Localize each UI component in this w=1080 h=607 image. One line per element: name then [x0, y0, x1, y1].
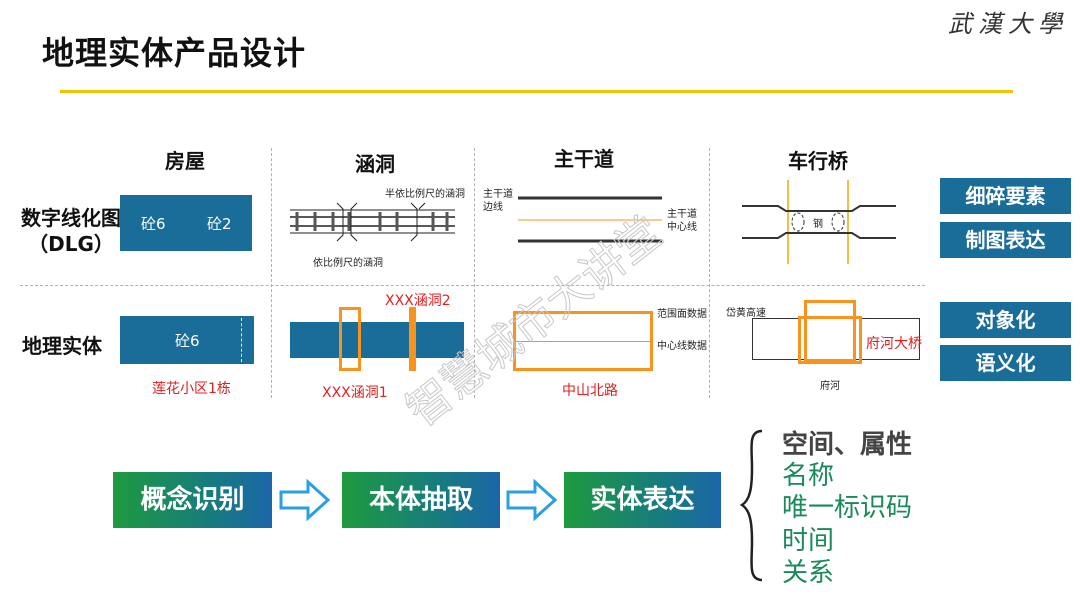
attribute-item: 关系 [782, 558, 835, 588]
dlg-road-edge-label: 主干道 边线 [483, 189, 513, 213]
entity-culvert-2 [409, 307, 416, 371]
entity-road-name: 中山北路 [562, 383, 618, 399]
tag-semantization: 语义化 [940, 345, 1071, 381]
arrow-right-icon [279, 479, 331, 521]
entity-culvert-road [290, 322, 464, 358]
entity-bridge-name: 府河大桥 [866, 336, 922, 352]
entity-road-center-label: 中心线数据 [657, 341, 707, 352]
dlg-road-symbol [518, 196, 662, 243]
grid-divider [271, 148, 272, 398]
dlg-culvert-label-bottom: 依比例尺的涵洞 [313, 258, 383, 269]
col-header-bridge: 车行桥 [788, 149, 848, 173]
entity-house-block [120, 316, 254, 364]
dlg-bridge-label: 钢 [813, 219, 823, 230]
attribute-item: 名称 [782, 461, 835, 491]
entity-bridge-river-label: 府河 [820, 381, 840, 392]
col-header-road: 主干道 [554, 147, 614, 171]
entity-culvert-name: XXX涵洞1 [322, 385, 388, 401]
watermark-text: 智慧城市大讲堂 [397, 207, 671, 437]
dlg-bridge-symbol [742, 180, 896, 264]
entity-road-area [513, 311, 653, 371]
attribute-item: 时间 [782, 526, 835, 556]
entity-culvert-1 [339, 307, 361, 371]
col-header-house: 房屋 [165, 149, 205, 173]
tag-fragmented-elements: 细碎要素 [940, 178, 1071, 214]
title-underline [60, 90, 1013, 93]
entity-bridge-outline [798, 316, 862, 364]
entity-road-range-label: 范围面数据 [657, 309, 707, 320]
dlg-house-block [120, 195, 252, 251]
dlg-culvert-symbol [290, 202, 455, 242]
attributes-heading: 空间、属性 [782, 430, 913, 460]
grid-divider [474, 148, 475, 398]
entity-house-divider [241, 318, 242, 362]
dlg-house-label: 砼2 [207, 215, 232, 233]
page-title: 地理实体产品设计 [42, 34, 307, 72]
flow-step-ontology-extraction: 本体抽取 [342, 472, 500, 528]
tag-objectification: 对象化 [940, 302, 1071, 338]
entity-house-name: 莲花小区1栋 [152, 381, 231, 397]
flow-step-concept-recognition: 概念识别 [113, 472, 272, 528]
entity-culvert-name: XXX涵洞2 [385, 293, 451, 309]
entity-house-label: 砼6 [175, 332, 200, 350]
entity-road-centerline [516, 341, 650, 342]
dlg-road-center-label: 主干道 中心线 [667, 209, 697, 233]
entity-bridge-outline [804, 300, 856, 362]
grid-divider [20, 285, 925, 286]
university-logo: 武漢大學 [948, 10, 1068, 38]
flow-step-entity-expression: 实体表达 [564, 472, 721, 528]
curly-brace [739, 429, 763, 582]
row-header-dlg: 数字线化图 （DLG） [21, 206, 121, 256]
dlg-house-label: 砼6 [141, 215, 166, 233]
attribute-item: 唯一标识码 [782, 493, 913, 523]
dlg-culvert-label-top: 半依比例尺的涵洞 [385, 189, 465, 200]
grid-divider [709, 148, 710, 398]
entity-bridge-highway-label: 岱黄高速 [726, 308, 766, 319]
tag-cartographic-expression: 制图表达 [940, 222, 1071, 258]
arrow-right-icon [506, 479, 558, 521]
row-header-entity: 地理实体 [22, 334, 102, 358]
col-header-culvert: 涵洞 [355, 152, 395, 176]
watermark: 智慧城市大讲堂 [397, 206, 672, 437]
